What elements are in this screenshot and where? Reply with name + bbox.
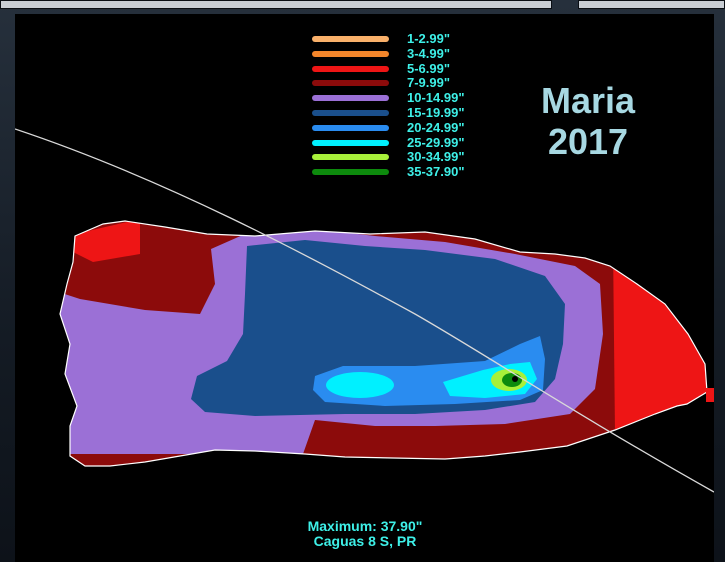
zone-5-7-northwest [73,221,140,262]
top-bar-left [0,0,552,9]
legend-item: 25-29.99" [312,134,512,151]
storm-name: Maria [540,80,636,121]
zone-35-38 [502,373,522,387]
top-bar-right [578,0,725,9]
rainfall-map [15,128,714,493]
legend-label: 7-9.99" [407,75,451,91]
hurricane-track-line [15,128,714,493]
legend-item: 35-37.90" [312,164,512,180]
maximum-station: Caguas 8 S, PR [313,533,417,549]
eastern-islet [706,388,714,402]
legend-item: 7-9.99" [312,75,512,91]
legend-swatch [312,65,389,72]
legend-label: 15-19.99" [407,104,465,120]
legend-swatch [312,154,389,161]
legend-label: 35-37.90" [407,164,465,180]
rainfall-legend: 1-2.99"3-4.99"5-6.99"7-9.99"10-14.99"15-… [312,31,512,180]
legend-item: 1-2.99" [312,31,512,47]
legend-item: 30-34.99" [312,149,512,165]
legend-label: 10-14.99" [407,90,465,106]
legend-swatch [312,95,389,102]
legend-swatch [312,36,389,42]
legend-item: 3-4.99" [312,45,512,62]
legend-item: 15-19.99" [312,104,512,121]
zone-25-30-west [326,372,394,398]
legend-label: 3-4.99" [407,45,451,61]
storm-year: 2017 [547,121,629,162]
coastline [59,220,708,467]
legend-item: 10-14.99" [312,90,512,106]
rainfall-map-panel: 1-2.99"3-4.99"5-6.99"7-9.99"10-14.99"15-… [15,14,714,562]
legend-label: 20-24.99" [407,119,465,135]
zone-5-7-east [613,244,707,434]
storm-title: Maria 2017 [523,80,653,162]
legend-swatch [312,109,389,116]
maximum-info: Maximum: 37.90" Caguas 8 S, PR [235,519,495,549]
legend-label: 5-6.99" [407,60,451,76]
legend-label: 25-29.99" [407,134,465,150]
legend-item: 20-24.99" [312,119,512,136]
legend-label: 1-2.99" [407,31,451,46]
legend-label: 30-34.99" [407,149,465,165]
legend-item: 5-6.99" [312,60,512,77]
legend-swatch [312,50,389,57]
legend-swatch [312,139,389,146]
legend-swatch [312,124,389,131]
maximum-value: Maximum: 37.90" [307,518,423,534]
legend-swatch [312,169,389,176]
maximum-point-marker [512,376,518,382]
legend-swatch [312,80,389,87]
